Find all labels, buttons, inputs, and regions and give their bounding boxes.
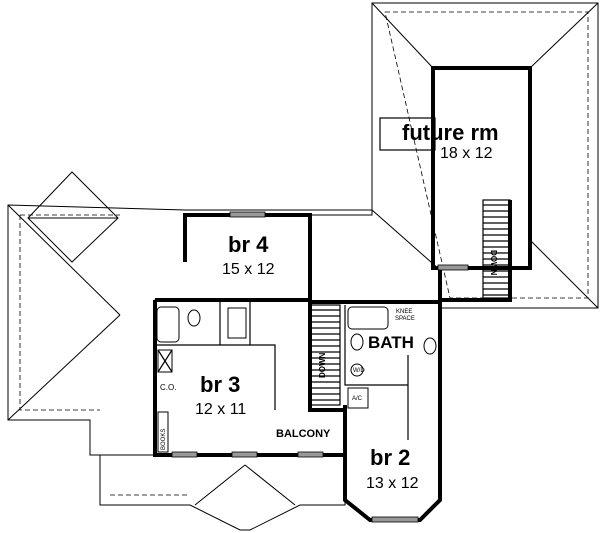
room-name-br4: br 4 [228, 232, 269, 257]
washer-dryer-label: W/D [353, 368, 365, 374]
room-name-br2: br 2 [370, 445, 410, 470]
room-name-future-rm: future rm [402, 120, 499, 145]
stairs-down-label: DOWN [318, 352, 327, 378]
windows [171, 211, 469, 523]
room-size-br2: 13 x 12 [366, 475, 419, 492]
books-label: BOOKS [161, 429, 167, 450]
balcony-label: BALCONY [276, 428, 331, 440]
room-name-bath: BATH [368, 333, 414, 352]
room-name-br3: br 3 [200, 372, 240, 397]
knee-space-label-2: SPACE [395, 316, 415, 322]
room-size-br3: 12 x 11 [195, 401, 246, 418]
stairs-down-future-label: DOWN [489, 250, 498, 276]
fixtures [156, 306, 437, 453]
stairs-main [309, 304, 341, 406]
knee-space-label: KNEE [396, 309, 412, 315]
cleanout-label: C.O. [160, 383, 176, 392]
stairs-future [482, 199, 511, 299]
ac-label: A/C [352, 396, 363, 402]
room-size-future-rm: 18 x 12 [440, 145, 493, 162]
room-size-br4: 15 x 12 [222, 261, 275, 278]
